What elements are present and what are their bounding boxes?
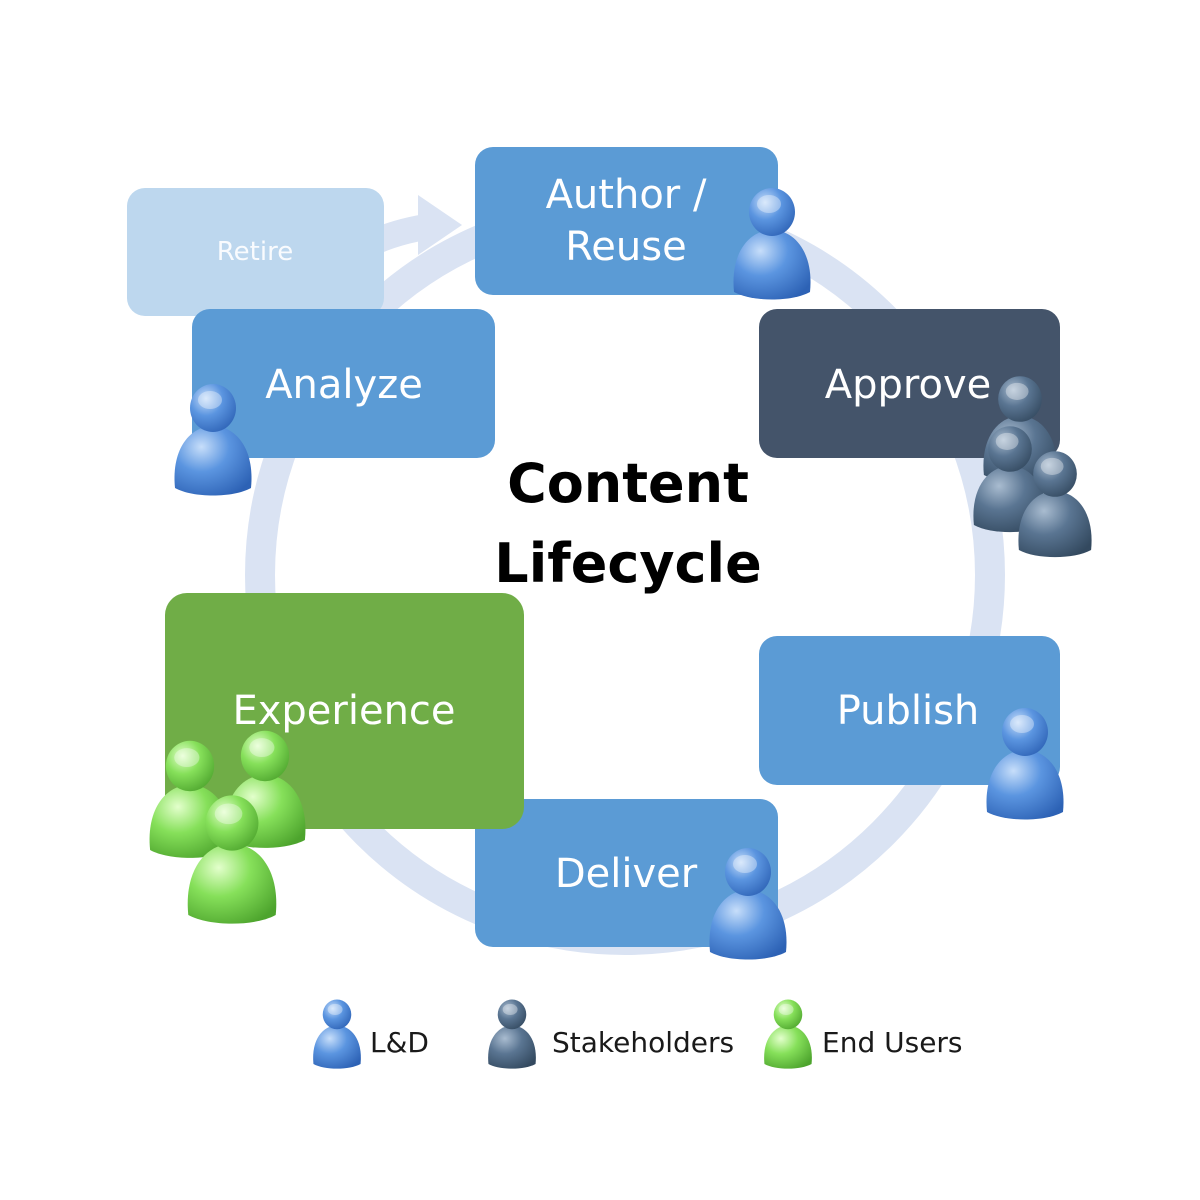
analyze-ld-person-icon: [174, 384, 252, 496]
legend-ld-icon: [313, 999, 361, 1069]
step-author-label-line2: Reuse: [565, 224, 686, 270]
step-retire-box: [127, 188, 384, 316]
step-publish-box: [759, 636, 1060, 785]
legend-ld-label: L&D: [370, 1026, 429, 1059]
step-deliver-box: [475, 799, 778, 947]
step-analyze-label: Analyze: [265, 362, 423, 408]
experience-enduser-person-icon-3: [187, 795, 277, 924]
author-ld-person-icon: [733, 188, 811, 300]
step-approve-label: Approve: [825, 362, 991, 408]
step-experience-label: Experience: [232, 688, 455, 734]
step-publish-label: Publish: [837, 688, 980, 734]
legend-end-users-label: End Users: [822, 1026, 963, 1059]
approve-stakeholder-person-icon-3: [1018, 451, 1092, 558]
legend-stakeholders-label: Stakeholders: [552, 1026, 734, 1059]
experience-enduser-person-icon-1: [149, 740, 231, 858]
step-deliver-label: Deliver: [555, 851, 698, 897]
step-analyze-box: [192, 309, 495, 458]
deliver-ld-person-icon: [709, 848, 787, 960]
step-retire-label: Retire: [217, 237, 293, 267]
cycle-arrow-head: [418, 195, 462, 255]
step-author-label-line1: Author /: [546, 172, 707, 218]
center-title-line2: Lifecycle: [494, 532, 761, 595]
step-author-box: [475, 147, 778, 295]
center-title-line1: Content: [507, 452, 749, 515]
legend: L&D Stakeholders End Users: [313, 999, 963, 1069]
legend-stakeholders-icon: [488, 999, 536, 1069]
step-approve-box: [759, 309, 1060, 458]
publish-ld-person-icon: [986, 708, 1064, 820]
legend-end-users-icon: [764, 999, 812, 1069]
